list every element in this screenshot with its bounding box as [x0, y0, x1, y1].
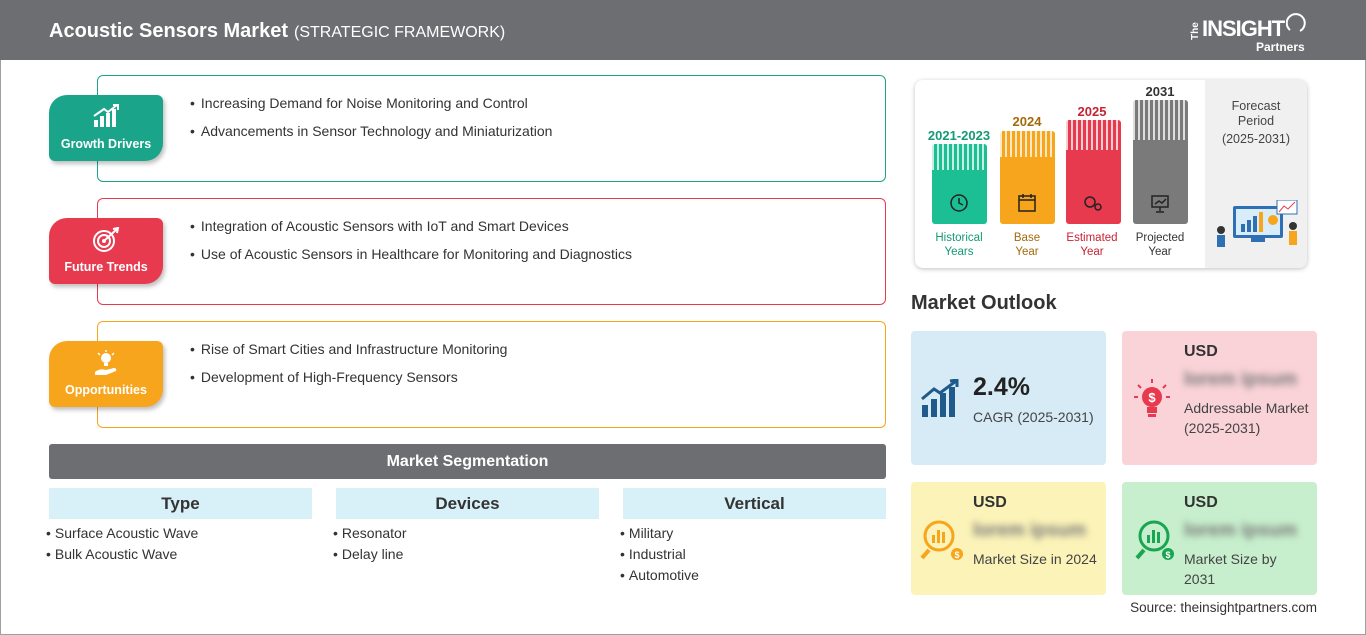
list-item: Automotive	[620, 567, 699, 583]
list-item: Bulk Acoustic Wave	[46, 546, 198, 562]
timeline-year: 2021-2023	[927, 128, 991, 143]
list-item: Military	[620, 525, 699, 541]
size-2024-value: lorem ipsum	[973, 520, 1086, 541]
list-item: Industrial	[620, 546, 699, 562]
opportunities-label: Opportunities	[65, 383, 147, 397]
addressable-label: Addressable Market (2025-2031)	[1184, 400, 1309, 436]
cagr-growth-icon	[921, 379, 959, 417]
logo-partners: Partners	[1256, 40, 1305, 54]
analytics-people-illustration	[1217, 200, 1298, 247]
hand-lightbulb-icon	[95, 350, 117, 375]
logo-brand: INSIGHT	[1202, 16, 1285, 41]
size-2031-value: lorem ipsum	[1184, 520, 1297, 541]
future-trends-list: Integration of Acoustic Sensors with IoT…	[190, 218, 632, 274]
list-item: Delay line	[333, 546, 407, 562]
magnifier-chart-icon: $	[920, 520, 963, 560]
list-item: Surface Acoustic Wave	[46, 525, 198, 541]
market-size-2031-card: USD lorem ipsum Market Size by 2031 $	[1122, 482, 1317, 595]
growth-drivers-label: Growth Drivers	[60, 137, 152, 151]
timeline-bar-projected	[1133, 100, 1188, 224]
header-bar: Acoustic Sensors Market(STRATEGIC FRAMEW…	[0, 0, 1366, 60]
timeline-year: 2031	[1145, 84, 1175, 99]
growth-drivers-list: Increasing Demand for Noise Monitoring a…	[190, 95, 553, 151]
svg-text:$: $	[1165, 550, 1170, 560]
timeline-year: 2024	[1012, 114, 1042, 129]
lightbulb-dollar-icon: $	[1134, 379, 1170, 417]
magnifier-chart-icon: $	[1135, 520, 1174, 560]
logo-the: The	[1190, 22, 1201, 40]
opportunities-box: Rise of Smart Cities and Infrastructure …	[97, 321, 886, 428]
list-item: Integration of Acoustic Sensors with IoT…	[190, 218, 632, 234]
future-trends-badge: Future Trends	[49, 218, 163, 284]
presentation-board-icon	[1151, 195, 1169, 213]
list-item: Increasing Demand for Noise Monitoring a…	[190, 95, 552, 111]
brand-logo: The INSIGHT Partners	[1190, 10, 1310, 54]
cagr-card: 2.4% CAGR (2025-2031)	[911, 331, 1106, 465]
list-item: Development of High-Frequency Sensors	[190, 369, 507, 385]
size-2024-currency: USD	[973, 494, 1007, 511]
source-credit: Source: theinsightpartners.com	[1130, 600, 1317, 615]
future-trends-box: Integration of Acoustic Sensors with IoT…	[97, 198, 886, 305]
timeline-year: 2025	[1077, 104, 1107, 119]
opportunities-list: Rise of Smart Cities and Infrastructure …	[190, 341, 508, 397]
svg-text:$: $	[954, 550, 959, 560]
segment-header-vertical: Vertical	[623, 488, 886, 519]
segmentation-title: Market Segmentation	[49, 444, 886, 479]
cagr-label: CAGR (2025-2031)	[973, 409, 1094, 425]
list-item: Rise of Smart Cities and Infrastructure …	[190, 341, 508, 357]
list-item: Use of Acoustic Sensors in Healthcare fo…	[190, 246, 632, 262]
logo-arc-icon	[1286, 13, 1306, 32]
forecast-period-text: Forecast Period (2025-2031)	[1221, 99, 1291, 146]
segment-header-type: Type	[49, 488, 312, 519]
segment-header-devices: Devices	[336, 488, 599, 519]
history-clock-icon	[950, 194, 968, 212]
addressable-market-card: USD lorem ipsum Addressable Market (2025…	[1122, 331, 1317, 465]
size-2024-label: Market Size in 2024	[973, 551, 1097, 567]
segment-list-vertical: Military Industrial Automotive	[620, 525, 699, 588]
estimate-gears-icon	[1084, 196, 1102, 211]
opportunities-badge: Opportunities	[49, 341, 163, 407]
market-outlook-title: Market Outlook	[911, 292, 1057, 314]
addressable-currency: USD	[1184, 343, 1218, 360]
size-2031-label: Market Size by 2031	[1184, 551, 1277, 587]
growth-drivers-box: Increasing Demand for Noise Monitoring a…	[97, 75, 886, 182]
page-title: Acoustic Sensors Market(STRATEGIC FRAMEW…	[49, 20, 506, 42]
page-subtitle: (STRATEGIC FRAMEWORK)	[293, 24, 506, 41]
calendar-icon	[1018, 194, 1036, 212]
future-trends-label: Future Trends	[64, 260, 148, 274]
growth-chart-icon	[93, 104, 119, 127]
growth-drivers-badge: Growth Drivers	[49, 95, 163, 161]
addressable-value: lorem ipsum	[1184, 369, 1297, 390]
segment-list-devices: Resonator Delay line	[333, 525, 407, 567]
list-item: Resonator	[333, 525, 407, 541]
target-icon	[93, 227, 120, 252]
list-item: Advancements in Sensor Technology and Mi…	[190, 123, 553, 139]
timeline-bar-historical	[932, 144, 987, 224]
segment-list-type: Surface Acoustic Wave Bulk Acoustic Wave	[46, 525, 198, 567]
svg-text:$: $	[1148, 390, 1156, 405]
size-2031-currency: USD	[1184, 494, 1218, 511]
cagr-value: 2.4%	[973, 373, 1030, 401]
timeline-bar-estimated	[1066, 120, 1121, 224]
market-size-2024-card: USD lorem ipsum Market Size in 2024 $	[911, 482, 1106, 595]
timeline-bar-base	[1000, 131, 1055, 224]
